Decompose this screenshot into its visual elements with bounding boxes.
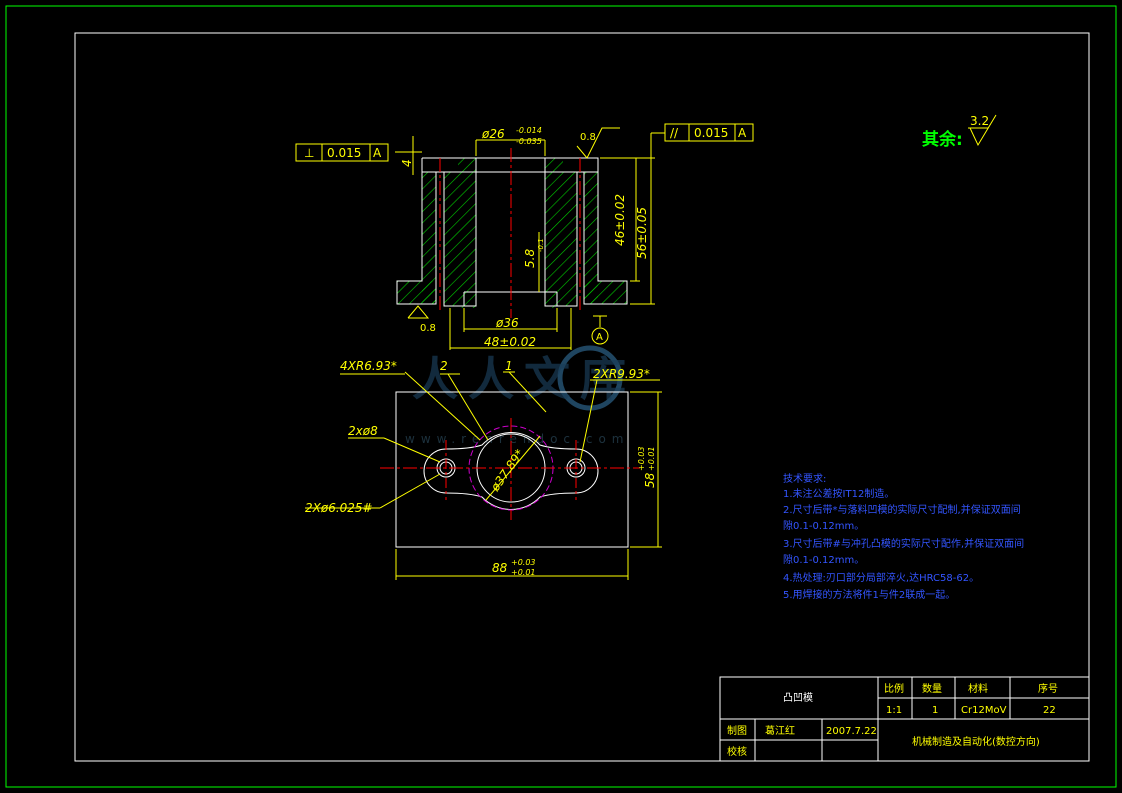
roughness-bottom: 0.8 xyxy=(420,323,436,334)
school-name: 机械制造及自动化(数控方向) xyxy=(912,735,1040,748)
other-roughness-label: 其余: xyxy=(922,129,963,150)
length-tol-lower: +0.01 xyxy=(511,568,536,577)
width-large-dim: 48±0.02 xyxy=(484,335,536,349)
other-roughness: 其余: 3.2 xyxy=(922,114,997,150)
roughness-top: 0.8 xyxy=(580,132,596,143)
tech-note-line: 隙0.1-0.12mm。 xyxy=(783,519,864,532)
height-inner-dim: 46±0.02 xyxy=(613,194,627,246)
depth-dim: 5.8 xyxy=(523,249,537,268)
parallelism-symbol: // xyxy=(670,126,679,140)
radius-a-dim: 4XR6.93* xyxy=(340,359,397,373)
tech-notes-title: 技术要求: xyxy=(783,472,826,485)
height-tol-lower: +0.01 xyxy=(647,446,656,471)
scale-value: 1:1 xyxy=(886,705,902,716)
drawn-date: 2007.7.22 xyxy=(826,726,877,737)
bore-tol-upper: -0.014 xyxy=(516,126,542,135)
datum-label: A xyxy=(596,332,603,343)
part-name: 凸凹模 xyxy=(783,692,813,704)
balloon-1: 1 xyxy=(505,359,513,373)
qty-value: 1 xyxy=(932,705,938,716)
tech-note-line: 1.未注公差按IT12制造。 xyxy=(783,487,894,500)
height-tol-upper: +0.03 xyxy=(637,446,646,471)
other-roughness-value: 3.2 xyxy=(970,114,989,128)
perpendicularity-symbol: ⊥ xyxy=(304,146,314,160)
parallelism-datum: A xyxy=(738,126,747,140)
balloon-2: 2 xyxy=(440,359,448,373)
title-block: 凸凹模 比例 数量 材料 序号 1:1 1 Cr12MoV 22 制图 葛江红 … xyxy=(719,676,1090,762)
number-header: 序号 xyxy=(1038,682,1058,695)
tech-note-line: 4.热处理:刃口部分局部淬火,达HRC58-62。 xyxy=(783,571,979,584)
height-outer-dim: 56±0.05 xyxy=(635,207,649,259)
qty-header: 数量 xyxy=(922,682,942,695)
outer-frame xyxy=(5,5,1117,788)
material-value: Cr12MoV xyxy=(961,705,1007,716)
tech-note-line: 5.用焊接的方法将件1与件2联成一起。 xyxy=(783,588,955,601)
bore-diameter-dim: ø26 xyxy=(481,127,505,141)
tech-note-line: 3.尺寸后带#与冲孔凸模的实际尺寸配作,并保证双面间 xyxy=(783,537,1024,550)
length-tol-upper: +0.03 xyxy=(511,558,536,567)
perpendicularity-value: 0.015 xyxy=(327,146,361,160)
height-dim: 58 xyxy=(643,472,657,488)
bore-tol-lower: -0.035 xyxy=(516,137,542,146)
technical-requirements: 技术要求: 1.未注公差按IT12制造。 2.尺寸后带*与落料凹模的实际尺寸配制… xyxy=(783,472,1024,601)
parallelism-tolerance-frame: // 0.015 A xyxy=(664,123,754,142)
checked-label: 校核 xyxy=(727,745,747,758)
watermark-brand: 人人文库 xyxy=(412,352,636,406)
watermark: 人人文库 www.renrendoc.com xyxy=(405,345,636,446)
depth-tol: -0.1 xyxy=(537,238,545,252)
step-dim: 4 xyxy=(400,159,414,167)
length-dim: 88 xyxy=(492,561,508,575)
section-view: ⊥ 0.015 A // 0.015 A ø26 -0.014 -0.035 0… xyxy=(295,123,754,350)
perpendicularity-datum: A xyxy=(373,146,382,160)
inner-frame xyxy=(74,32,1090,762)
watermark-url: www.renrendoc.com xyxy=(405,432,629,446)
tech-note-line: 2.尺寸后带*与落料凹模的实际尺寸配制,并保证双面间 xyxy=(783,503,1021,516)
plan-view: 4XR6.93* 2XR9.93* 2xø8 2Xø6.025# ø37.89*… xyxy=(305,359,662,580)
scale-header: 比例 xyxy=(884,682,904,695)
tech-note-line: 隙0.1-0.12mm。 xyxy=(783,553,864,566)
hole-a-dim: 2xø8 xyxy=(348,424,378,438)
center-circle-dim: ø37.89* xyxy=(487,447,526,495)
material-header: 材料 xyxy=(968,682,988,695)
number-value: 22 xyxy=(1043,705,1056,716)
hole-b-dim: 2Xø6.025# xyxy=(305,501,373,515)
parallelism-value: 0.015 xyxy=(694,126,728,140)
drawn-by: 葛江红 xyxy=(765,724,795,737)
width-small-dim: ø36 xyxy=(495,316,519,330)
radius-b-dim: 2XR9.93* xyxy=(593,367,650,381)
drawn-label: 制图 xyxy=(727,724,747,737)
perpendicularity-tolerance-frame: ⊥ 0.015 A xyxy=(295,143,389,162)
